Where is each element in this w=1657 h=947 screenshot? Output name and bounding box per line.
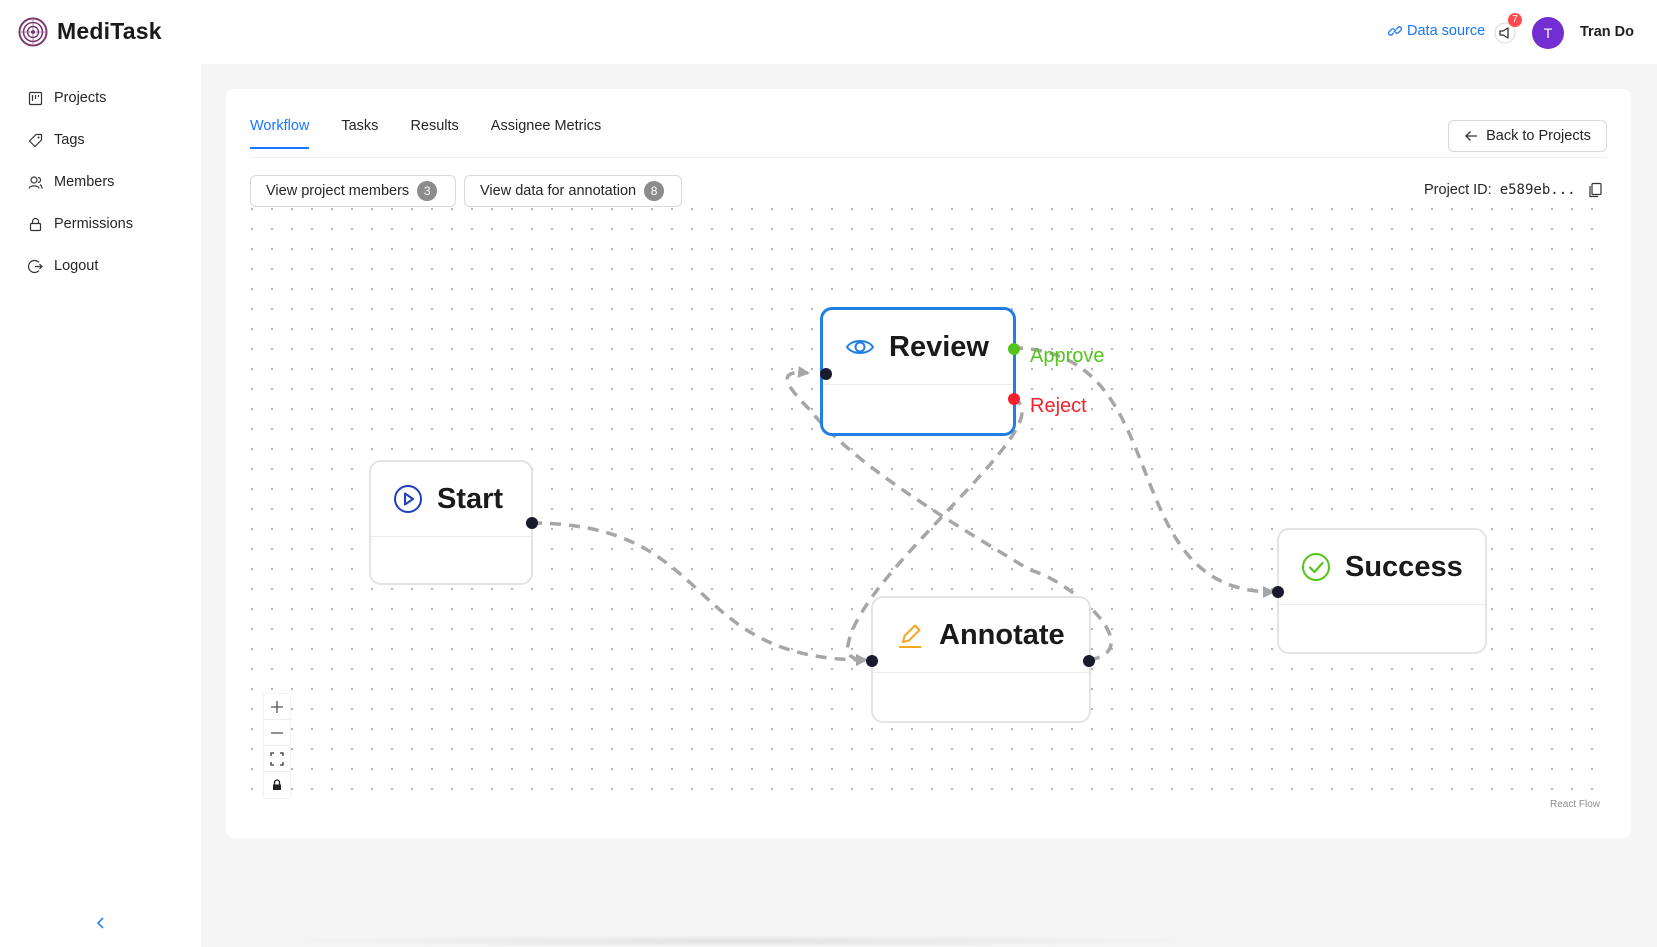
node-review-reject-handle[interactable] bbox=[1008, 393, 1020, 405]
node-start-source-handle[interactable] bbox=[526, 517, 538, 529]
sidebar: Projects Tags Members Permissions Logout bbox=[0, 64, 201, 947]
fit-view-button[interactable] bbox=[264, 746, 290, 772]
sidebar-item-tags[interactable]: Tags bbox=[28, 132, 85, 148]
node-review-header: Review bbox=[823, 310, 1013, 385]
node-review-target-handle[interactable] bbox=[820, 368, 832, 380]
sidebar-item-label: Projects bbox=[54, 90, 107, 106]
copy-icon[interactable] bbox=[1588, 182, 1603, 198]
node-review-approve-handle[interactable] bbox=[1008, 343, 1020, 355]
avatar[interactable]: T bbox=[1532, 17, 1564, 49]
app-title: MediTask bbox=[57, 18, 162, 44]
sidebar-item-permissions[interactable]: Permissions bbox=[28, 216, 133, 232]
meditask-logo-icon[interactable] bbox=[18, 17, 48, 47]
members-count-badge: 3 bbox=[417, 181, 438, 201]
projects-icon bbox=[28, 91, 43, 105]
sidebar-item-label: Tags bbox=[54, 132, 85, 148]
back-to-projects-label: Back to Projects bbox=[1486, 128, 1591, 144]
node-start-header: Start bbox=[371, 462, 531, 537]
lock-icon bbox=[273, 779, 281, 790]
sidebar-item-projects[interactable]: Projects bbox=[28, 90, 106, 106]
zoom-out-button[interactable] bbox=[264, 720, 290, 746]
node-review[interactable]: Review bbox=[820, 307, 1020, 436]
node-review-label: Review bbox=[889, 330, 989, 363]
link-icon bbox=[1388, 26, 1402, 36]
app-header: MediTask Data source 7 T Tran Do bbox=[0, 0, 1657, 64]
sidebar-item-label: Permissions bbox=[54, 216, 133, 232]
flow-controls bbox=[264, 694, 290, 798]
check-circle-icon bbox=[1302, 553, 1330, 581]
node-annotate-label: Annotate bbox=[939, 618, 1065, 651]
play-circle-icon bbox=[394, 485, 422, 513]
plus-icon bbox=[271, 700, 283, 713]
sidebar-item-label: Members bbox=[54, 174, 115, 190]
reject-edge-label: Reject bbox=[1030, 395, 1087, 417]
node-annotate-header: Annotate bbox=[873, 598, 1089, 673]
notification-badge: 7 bbox=[1508, 13, 1522, 27]
project-id: Project ID: e589eb... bbox=[1424, 182, 1576, 198]
pencil-icon bbox=[899, 624, 921, 648]
node-annotate[interactable]: Annotate bbox=[866, 596, 1095, 723]
sidebar-item-members[interactable]: Members bbox=[28, 174, 114, 190]
tab-workflow[interactable]: Workflow bbox=[250, 118, 310, 149]
data-count-badge: 8 bbox=[644, 181, 665, 201]
tab-results[interactable]: Results bbox=[410, 118, 459, 134]
tabs-divider bbox=[250, 157, 1607, 158]
members-icon bbox=[28, 175, 43, 189]
tab-bar: Workflow Tasks Results Assignee Metrics bbox=[250, 118, 602, 149]
node-success[interactable]: Success bbox=[1272, 528, 1487, 654]
chevron-left-icon[interactable] bbox=[94, 916, 108, 930]
view-data-button[interactable]: View data for annotation 8 bbox=[464, 175, 682, 207]
zoom-in-button[interactable] bbox=[264, 694, 290, 720]
project-id-value: e589eb... bbox=[1499, 182, 1576, 198]
tag-icon bbox=[28, 133, 43, 147]
lock-icon bbox=[29, 217, 42, 231]
react-flow-attribution[interactable]: React Flow bbox=[1550, 799, 1601, 810]
back-to-projects-button[interactable]: Back to Projects bbox=[1448, 120, 1607, 152]
fit-view-icon bbox=[270, 751, 284, 766]
node-success-label: Success bbox=[1345, 550, 1463, 583]
user-name[interactable]: Tran Do bbox=[1580, 24, 1634, 40]
eye-icon bbox=[845, 340, 875, 354]
node-start-label: Start bbox=[437, 482, 504, 515]
minus-icon bbox=[271, 731, 283, 734]
logout-icon bbox=[28, 259, 43, 273]
notification-icon[interactable] bbox=[1494, 22, 1516, 44]
sidebar-item-label: Logout bbox=[54, 258, 99, 274]
view-data-label: View data for annotation bbox=[480, 183, 637, 199]
tab-tasks[interactable]: Tasks bbox=[341, 118, 379, 134]
view-project-members-label: View project members bbox=[266, 183, 410, 199]
data-source-label: Data source bbox=[1407, 23, 1486, 39]
data-source-link[interactable]: Data source bbox=[1388, 23, 1485, 39]
bottom-shadow bbox=[260, 935, 1220, 947]
node-start[interactable]: Start bbox=[369, 460, 538, 585]
node-success-header: Success bbox=[1279, 530, 1485, 605]
node-success-target-handle[interactable] bbox=[1272, 586, 1284, 598]
view-project-members-button[interactable]: View project members 3 bbox=[250, 175, 456, 207]
node-annotate-target-handle[interactable] bbox=[866, 655, 878, 667]
approve-edge-label: Approve bbox=[1030, 345, 1105, 367]
sidebar-item-logout[interactable]: Logout bbox=[28, 258, 98, 274]
node-annotate-source-handle[interactable] bbox=[1083, 655, 1095, 667]
arrow-left-icon bbox=[1465, 131, 1478, 141]
tab-assignee-metrics[interactable]: Assignee Metrics bbox=[490, 118, 602, 134]
toggle-interactivity-button[interactable] bbox=[264, 772, 290, 798]
project-id-label: Project ID: bbox=[1424, 182, 1492, 198]
